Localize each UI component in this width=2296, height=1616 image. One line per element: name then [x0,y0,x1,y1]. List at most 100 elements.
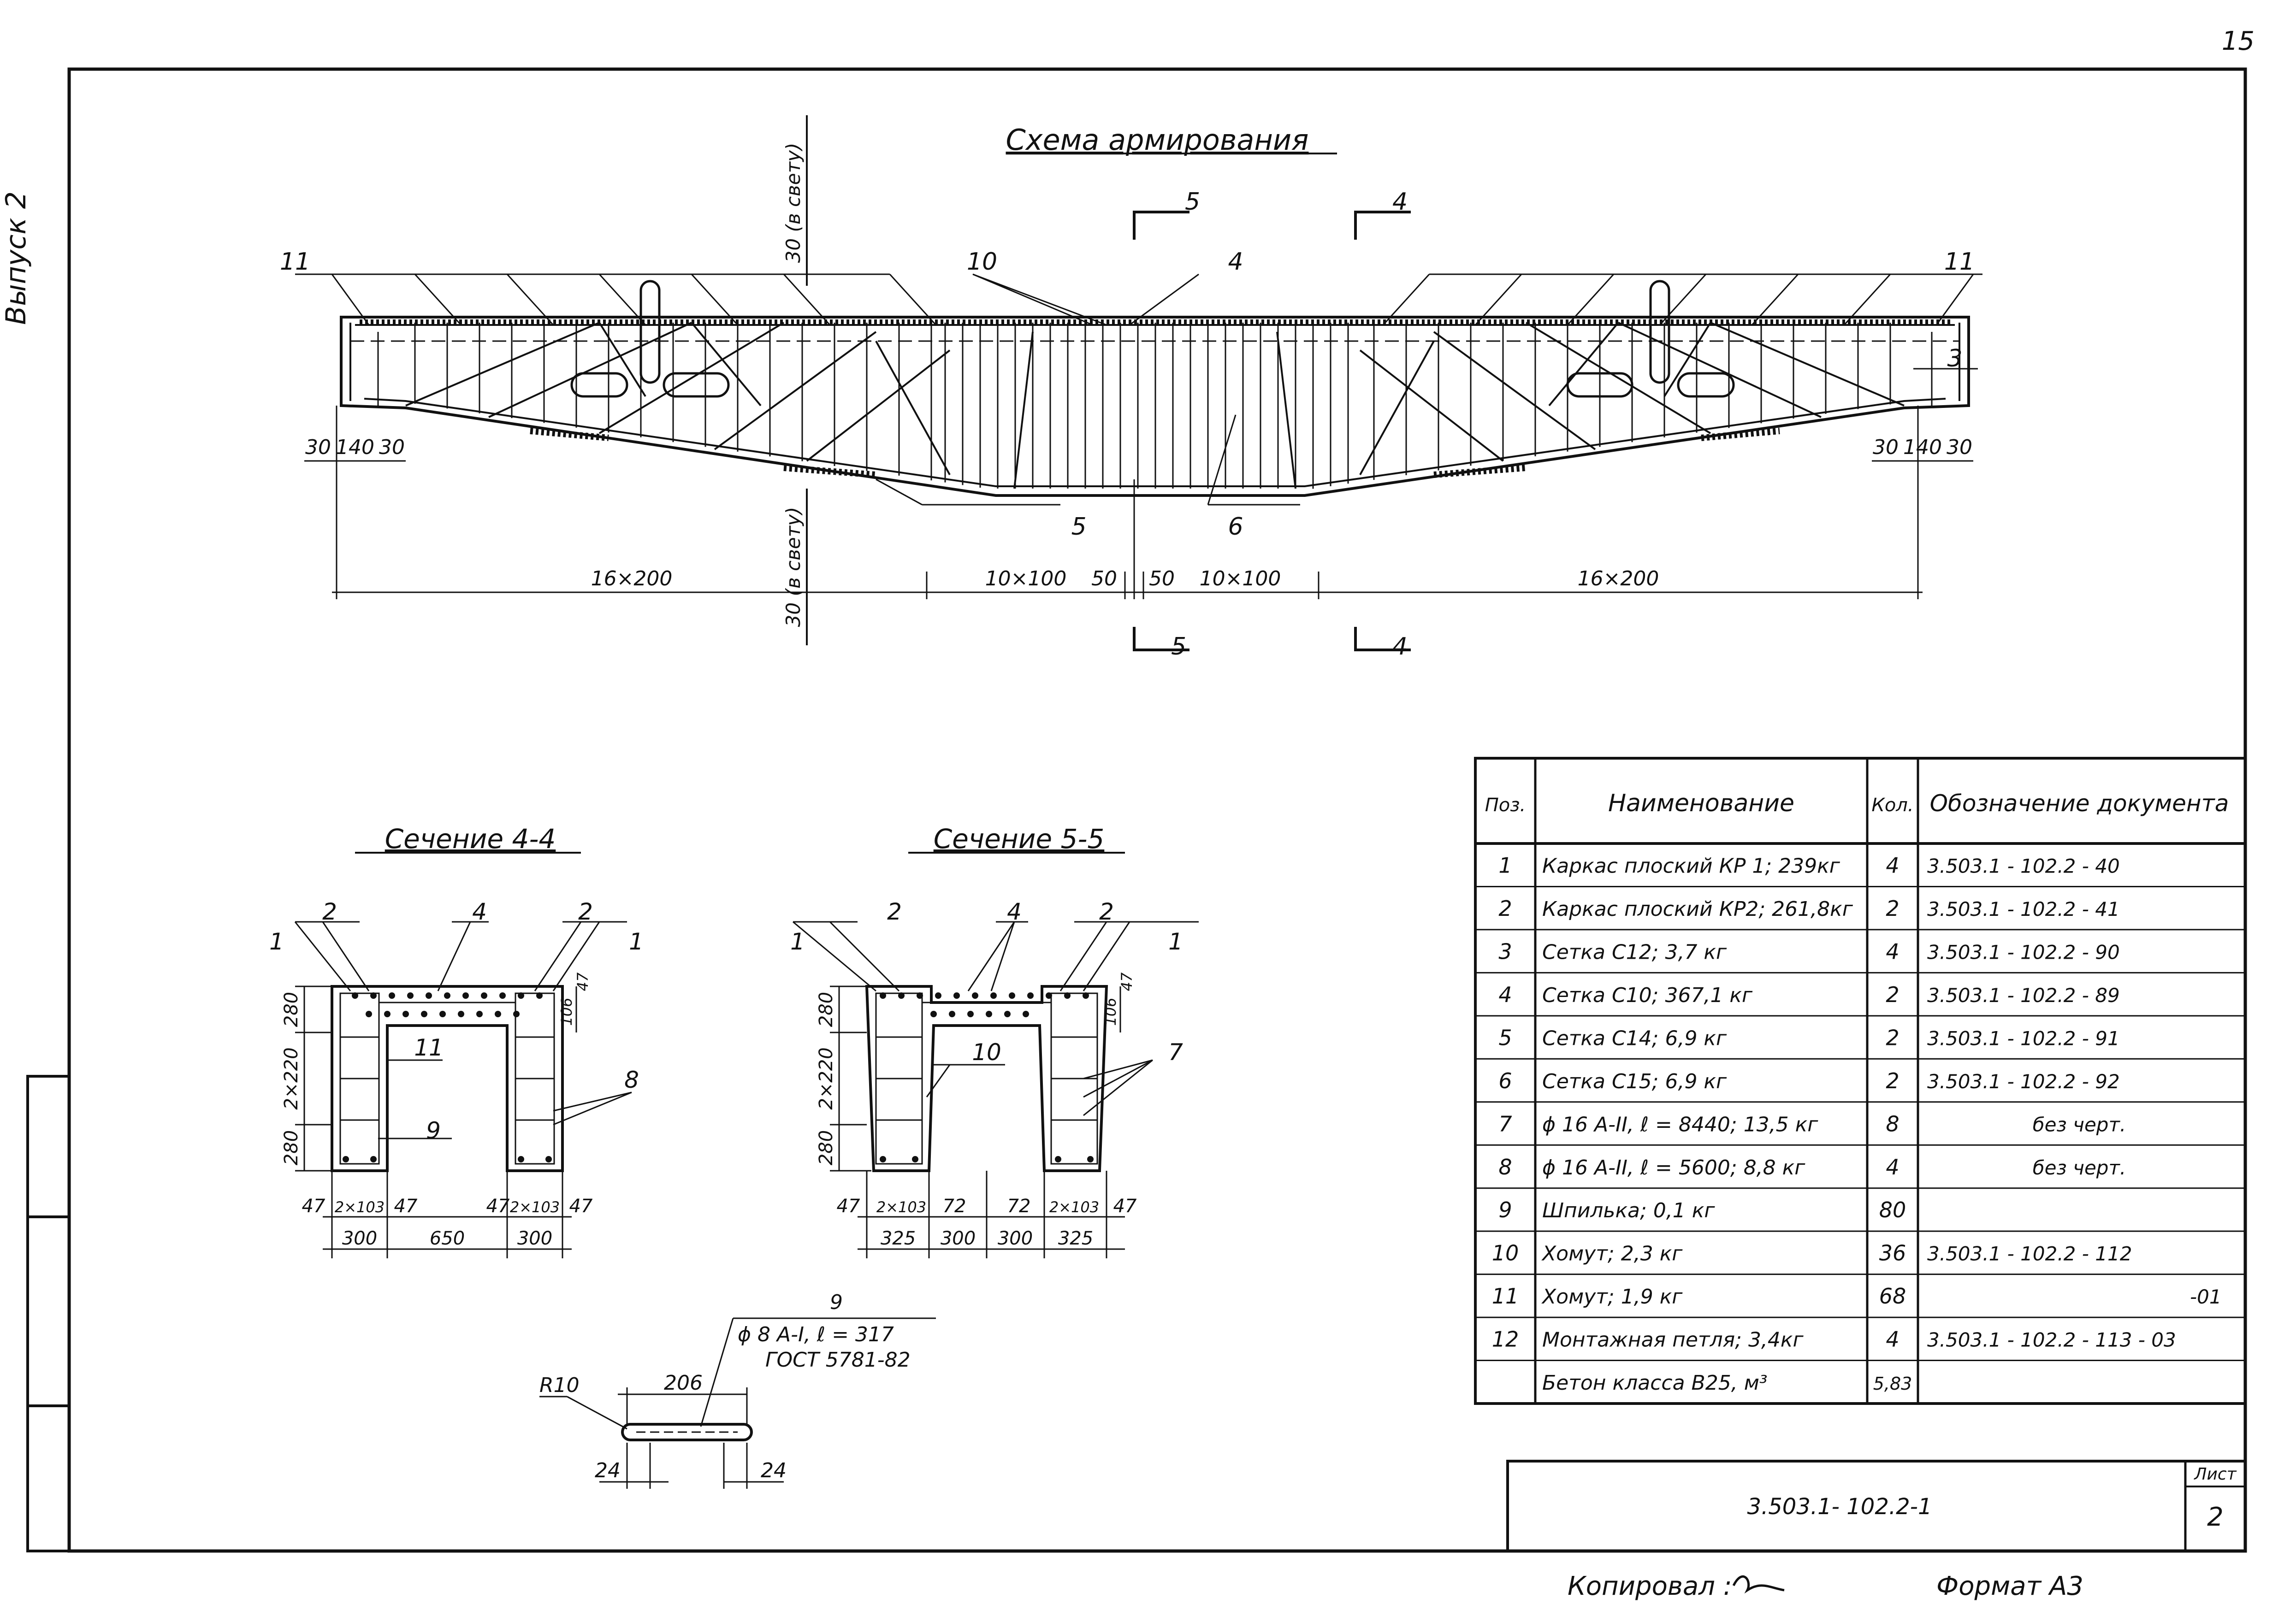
dim-left: 30 [379,436,405,459]
section44-total: 300 [342,1228,377,1249]
section55-dim: 47 [1118,972,1136,991]
table-cell: 36 [1879,1241,1906,1266]
section44-label: 1 [629,928,644,955]
table-cell: ϕ 16 А-II, ℓ = 8440; 13,5 кг [1542,1113,1818,1136]
section55-label: 10 [972,1039,1001,1066]
page-number: 15 [2222,26,2255,56]
table-header: Обозначение документа [1930,790,2229,817]
table-cell: 6 [1498,1068,1512,1093]
section55-dim: 2×220 [816,1047,837,1109]
section55-dim: 72 [943,1196,966,1217]
table-cell: без черт. [2033,1113,2126,1136]
dim-right: 140 [1903,436,1942,459]
section44-label: 8 [624,1067,639,1093]
section44-total: 300 [517,1228,552,1249]
doc-code: 3.503.1- 102.2-1 [1747,1494,1932,1520]
table-cell: 10 [1492,1241,1519,1266]
copier-signature [1732,1575,1785,1594]
dim-left: 30 [305,436,331,459]
copied-label: Копировал : [1568,1571,1732,1601]
section44-title: Сечение 4-4 [385,823,556,855]
dim-bottom: 16×200 [591,567,673,590]
table-cell: ϕ 16 А-II, ℓ = 5600; 8,8 кг [1542,1156,1805,1180]
section44-drawing [294,921,632,1172]
table-cell: 7 [1498,1111,1512,1136]
sheet-label: Лист [2193,1465,2237,1484]
table-cell: Каркас плоский КР2; 261,8кг [1542,897,1853,921]
table-cell: Сетка С15; 6,9 кг [1542,1070,1727,1093]
format-label: Формат А3 [1936,1571,2083,1601]
section-mark: 4 [1392,633,1408,661]
table-cell: 2 [1886,1025,1899,1050]
beam-elevation [340,280,1970,497]
pin-spec: ϕ 8 А-I, ℓ = 317 [738,1323,894,1346]
pin-spec: ГОСТ 5781-82 [765,1348,911,1372]
pin-radius: R10 [539,1374,580,1397]
section55-total: 325 [881,1228,916,1249]
section-mark: 5 [1185,188,1200,216]
pin-detail [539,1317,936,1489]
section55-dim: 280 [816,992,837,1027]
table-cell: 2 [1498,896,1512,921]
section55-dim: 2×103 [876,1198,926,1216]
table-cell: 11 [1492,1284,1519,1309]
section55-dim: 47 [837,1196,860,1217]
table-cell: 4 [1886,1327,1899,1352]
dim-bottom: 16×200 [1578,567,1659,590]
table-cell: 4 [1886,1155,1899,1180]
pin-end: 24 [761,1459,787,1482]
table-cell: Каркас плоский КР 1; 239кг [1542,855,1840,878]
table-cell: 3.503.1 - 102.2 - 41 [1927,898,2120,920]
section55-dim: 72 [1007,1196,1031,1217]
section55-label: 2 [887,898,902,925]
section44-dim: 2×103 [510,1198,560,1216]
section55-title: Сечение 5-5 [934,823,1105,855]
table-cell: 3.503.1 - 102.2 - 113 - 03 [1927,1329,2176,1351]
table-cell: 3.503.1 - 102.2 - 92 [1927,1070,2120,1093]
section44-label: 1 [269,928,284,955]
section44-dim: 2×220 [281,1047,302,1109]
elevation-pos-label: 3 [1947,345,1962,372]
section44-dim: 280 [281,992,302,1027]
section-mark: 4 [1392,188,1408,216]
section44-dim: 47 [486,1196,510,1217]
section55-label: 1 [1168,928,1183,955]
table-cell: 3.503.1 - 102.2 - 89 [1927,984,2120,1007]
table-header: Кол. [1871,795,1913,816]
section44-dim: 106 [558,997,575,1026]
section55-label: 7 [1168,1039,1183,1066]
sheet-number: 2 [2207,1502,2224,1532]
section44-label: 9 [426,1117,441,1144]
elevation-pos-label: 10 [967,248,997,276]
table-cell: 5 [1498,1025,1512,1050]
section44-label: 11 [414,1034,444,1061]
table-cell: 2 [1886,1068,1899,1093]
section44-dim: 2×103 [335,1198,385,1216]
table-cell: 12 [1492,1327,1519,1352]
section55-total: 300 [941,1228,976,1249]
elevation-pos-label: 5 [1071,513,1086,541]
table-cell: 3 [1498,939,1512,964]
pin-pos: 9 [830,1291,843,1314]
pin-length: 206 [664,1371,703,1395]
dim-right: 30 [1873,436,1899,459]
section55-dim: 280 [816,1130,837,1165]
pin-end: 24 [595,1459,621,1482]
section44-label: 2 [322,898,337,925]
table-cell: без черт. [2033,1156,2126,1179]
dim-bottom: 50 [1091,567,1117,590]
table-cell: Сетка С12; 3,7 кг [1542,940,1727,964]
section55-label: 1 [790,928,805,955]
section44-dim: 47 [302,1196,325,1217]
elevation-pos-label: 4 [1228,248,1243,276]
elevation-pos-label: 11 [280,248,310,276]
table-header: Поз. [1485,795,1526,816]
table-cell: 8 [1886,1111,1899,1136]
leader-lines [295,273,1982,506]
table-cell: 1 [1498,853,1512,878]
section44-dim: 47 [394,1196,418,1217]
table-cell: 3.503.1 - 102.2 - 90 [1927,941,2120,963]
section55-label: 4 [1007,898,1022,925]
table-cell: Бетон класса В25, м³ [1542,1371,1768,1395]
